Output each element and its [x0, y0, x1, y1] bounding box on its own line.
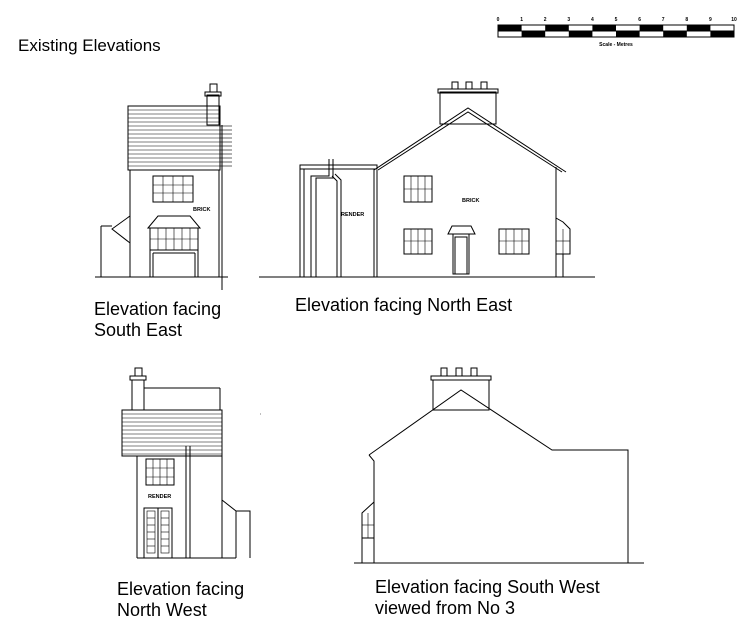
tiled-roof	[121, 409, 223, 457]
scale-segment	[545, 25, 569, 31]
material-label: RENDER	[148, 494, 171, 500]
scale-tick-label: 4	[591, 17, 594, 23]
scale-bar: 0 1 2 3 4 5 6 7 8 9 10 Scale - Metres	[497, 17, 737, 48]
scale-tick-label: 5	[615, 17, 618, 23]
material-label: BRICK	[193, 207, 210, 213]
north-west-elevation: RENDER	[121, 367, 261, 559]
south-west-elevation	[354, 367, 644, 564]
elevation-caption-north-west: Elevation facing North West	[117, 579, 245, 620]
scale-segment	[686, 25, 711, 31]
scale-tick-label: 3	[567, 17, 570, 23]
scale-tick-label: 2	[544, 17, 547, 23]
scale-caption: Scale - Metres	[599, 42, 633, 48]
south-east-elevation: BRICK	[95, 83, 232, 290]
scale-tick-label: 1	[520, 17, 523, 23]
drawing-title: Existing Elevations	[18, 36, 161, 55]
material-label: BRICK	[462, 198, 479, 204]
scale-tick-label: 7	[662, 17, 665, 23]
scale-segment	[568, 31, 593, 37]
elevation-caption-south-west: Elevation facing South West viewed from …	[375, 577, 600, 618]
elevation-caption-south-east: Elevation facing South East	[94, 299, 222, 340]
scale-segment	[616, 31, 640, 37]
scale-tick-label: 10	[731, 17, 737, 23]
elevation-caption-north-east: Elevation facing North East	[295, 295, 513, 315]
north-east-elevation: RENDER BRICK	[259, 81, 595, 278]
scale-tick-label: 0	[497, 17, 500, 23]
scale-segment	[592, 25, 616, 31]
scale-segment	[498, 25, 522, 31]
scale-segment	[521, 31, 546, 37]
scale-segment	[639, 25, 664, 31]
scale-tick-label: 6	[638, 17, 641, 23]
scale-tick-label: 9	[709, 17, 712, 23]
scale-segment	[710, 31, 734, 37]
scale-segment	[663, 31, 687, 37]
scale-tick-label: 8	[685, 17, 688, 23]
material-label: RENDER	[341, 212, 364, 218]
